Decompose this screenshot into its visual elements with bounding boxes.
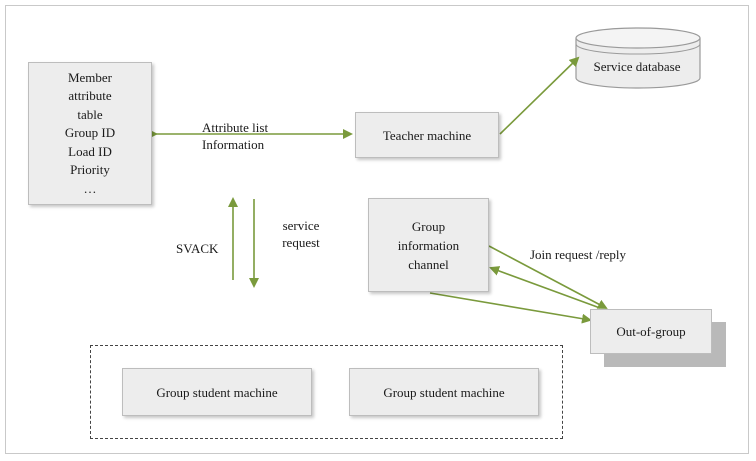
join-request-label: Join request /reply — [530, 247, 627, 262]
group-info-line: Group — [411, 218, 446, 234]
member-line: Load ID — [68, 143, 112, 159]
member-line: attribute — [68, 88, 112, 104]
group-student-machine: Group student machine — [122, 368, 312, 416]
group-info-line: information — [397, 237, 460, 253]
service-request-label: service request — [272, 217, 330, 251]
group-student-machine: Group student machine — [349, 368, 539, 416]
member-line: Group ID — [64, 125, 116, 141]
svack-label: SVACK — [176, 241, 219, 256]
attribute-list-line: Information — [202, 137, 265, 152]
member-attribute-table: Member attribute table Group ID Load ID … — [28, 62, 152, 205]
join-request-arrow-2 — [429, 292, 592, 324]
service-database-cylinder — [575, 27, 701, 89]
teacher-to-database-arrow — [499, 56, 580, 135]
group-students-container — [90, 345, 563, 439]
teacher-machine: Teacher machine — [355, 112, 499, 158]
attribute-list-label: Attribute list Information — [202, 119, 268, 153]
service-request-line: service — [282, 218, 320, 233]
service-request-line: request — [282, 235, 320, 250]
member-line: Priority — [70, 162, 110, 178]
member-line: table — [77, 106, 103, 122]
join-request-arrow-1 — [488, 245, 608, 309]
attribute-list-line: Attribute list — [202, 120, 269, 135]
group-info-line: channel — [408, 256, 449, 272]
join-reply-arrow — [489, 266, 601, 309]
out-of-group: Out-of-group — [590, 309, 712, 354]
member-line: … — [83, 180, 97, 196]
service-database-label: Service database — [593, 59, 681, 74]
member-line: Member — [67, 69, 113, 85]
group-information-channel: Group information channel — [368, 198, 489, 292]
